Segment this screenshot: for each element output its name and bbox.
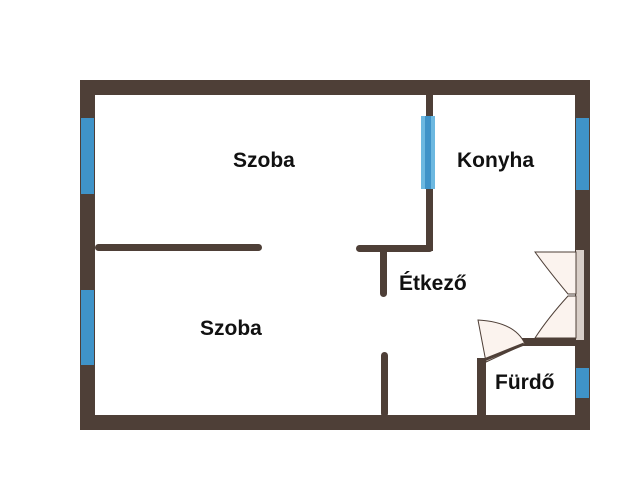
room-label-szoba-bottom: Szoba <box>200 317 262 340</box>
wall-bath-left <box>477 358 486 416</box>
window-right-bath <box>576 368 589 398</box>
windows <box>81 116 589 398</box>
wall-bath-top <box>522 338 576 346</box>
door-leaf-upper <box>534 251 577 295</box>
wall-rooms-divider <box>95 244 262 251</box>
door-bath-panel <box>483 342 525 362</box>
wall-dining-stub <box>380 248 387 297</box>
room-label-etkezo: Étkező <box>399 272 467 295</box>
door-bath <box>477 319 526 363</box>
window-left-bottom <box>81 290 94 365</box>
room-label-szoba-top: Szoba <box>233 149 295 172</box>
window-right-kitchen <box>576 118 589 190</box>
wall-dining-top <box>356 245 433 252</box>
wall-top <box>80 80 590 95</box>
wall-bottom <box>80 415 590 430</box>
door-leaf-bath <box>477 319 526 363</box>
room-label-furdo: Fürdő <box>495 371 555 394</box>
door-double <box>534 250 584 340</box>
wall-dining-lower <box>381 352 388 417</box>
door-leaf-lower <box>534 295 577 339</box>
window-left-top <box>81 118 94 194</box>
window-interior-pane <box>425 116 431 189</box>
door-frame <box>576 250 584 340</box>
room-label-konyha: Konyha <box>457 149 535 172</box>
